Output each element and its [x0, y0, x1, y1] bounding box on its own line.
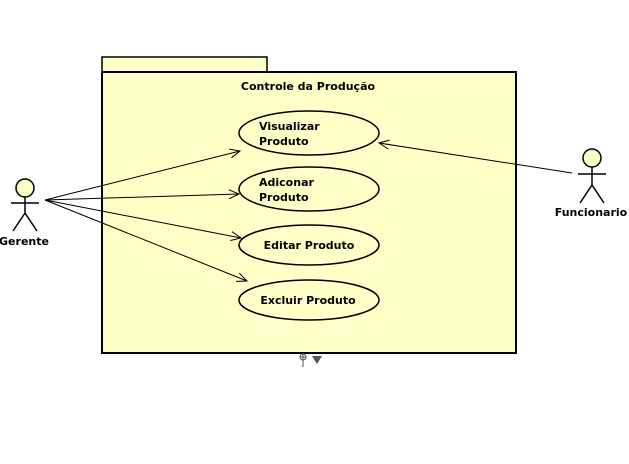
- arrowhead-icon: [228, 189, 241, 200]
- association-gerente-editar[interactable]: [44, 199, 243, 241]
- use-case-visualizar-produto[interactable]: Visualizar Produto: [238, 110, 380, 156]
- use-case-label: Produto: [259, 191, 309, 204]
- association-gerente-excluir[interactable]: [44, 199, 249, 282]
- use-case-editar-produto[interactable]: Editar Produto: [238, 224, 380, 266]
- actor-icon: [15, 178, 35, 198]
- actor-funcionario[interactable]: Funcionario: [555, 148, 628, 219]
- triangle-down-icon: [312, 356, 322, 364]
- actor-icon: [582, 148, 602, 168]
- arrowhead-icon: [229, 148, 242, 159]
- package-title: Controle da Produção: [241, 80, 376, 93]
- associations: [44, 139, 573, 282]
- use-case-excluir-produto[interactable]: Excluir Produto: [238, 279, 380, 321]
- association-gerente-adicionar[interactable]: [44, 189, 241, 201]
- actor-name: Gerente: [0, 235, 49, 248]
- arrowhead-icon: [377, 139, 390, 150]
- arrowhead-icon: [230, 231, 243, 241]
- use-case-label: Excluir Produto: [260, 294, 356, 307]
- actor-gerente[interactable]: Gerente: [0, 178, 49, 248]
- use-case-label: Editar Produto: [264, 239, 355, 252]
- use-case-adicionar-produto[interactable]: Adiconar Produto: [238, 166, 380, 212]
- association-gerente-visualizar[interactable]: [44, 148, 242, 201]
- package-tab: [101, 56, 268, 73]
- package-anchor-handle[interactable]: [299, 353, 322, 367]
- use-case-label: Visualizar: [259, 120, 320, 133]
- use-case-label: Adiconar: [259, 176, 314, 189]
- actor-name: Funcionario: [555, 206, 628, 219]
- association-funcionario-visualizar[interactable]: [377, 139, 573, 174]
- arrowhead-icon: [235, 272, 249, 282]
- use-case-label: Produto: [259, 135, 309, 148]
